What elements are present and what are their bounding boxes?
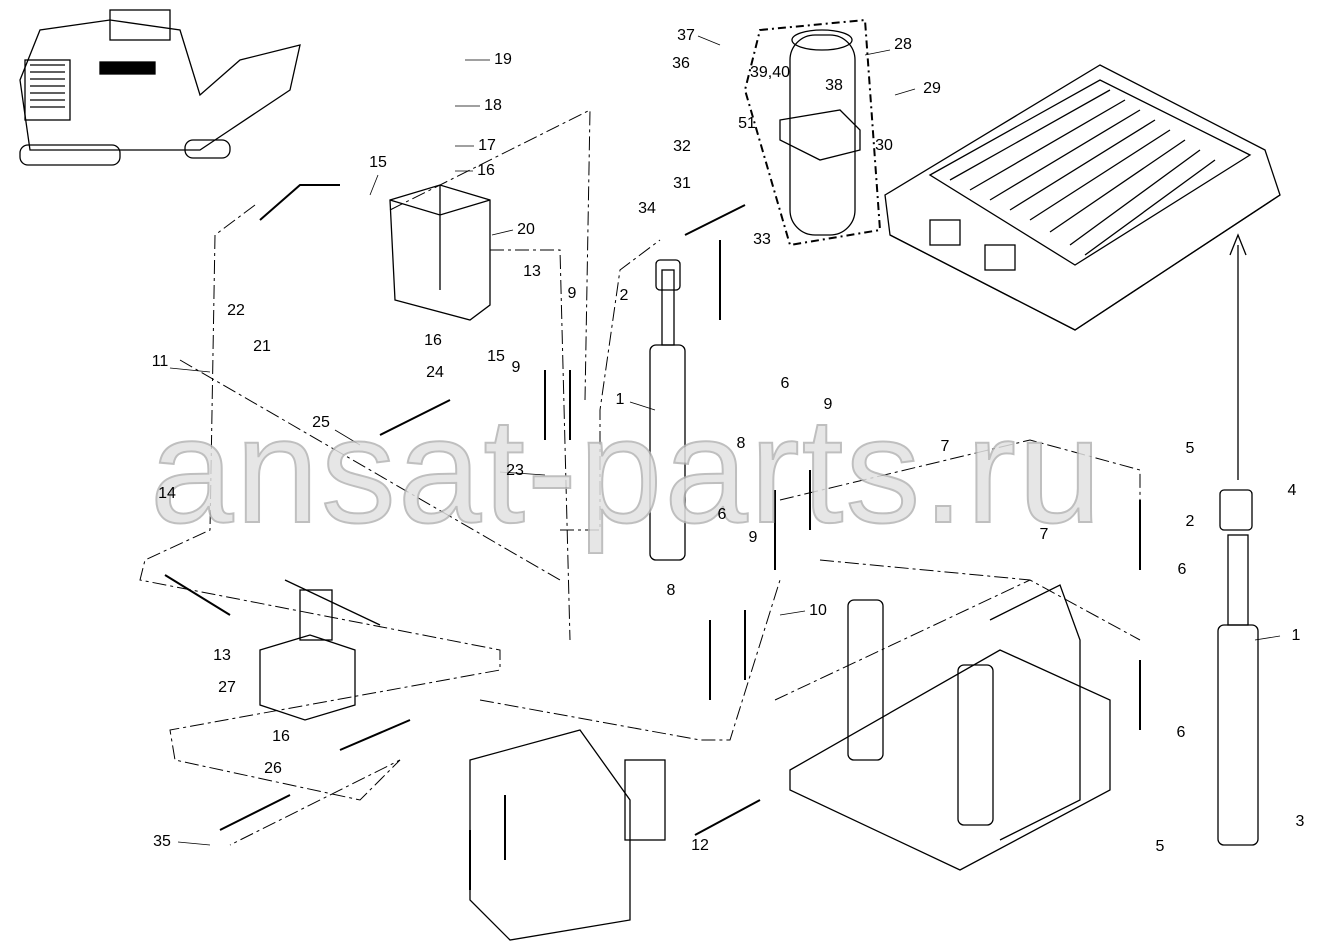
callout-part-number[interactable]: 36 (672, 55, 690, 72)
callout-part-number[interactable]: 16 (424, 332, 442, 349)
callout-part-number[interactable]: 19 (494, 51, 512, 68)
callout-part-number[interactable]: 17 (478, 137, 496, 154)
callout-part-number[interactable]: 1 (615, 391, 625, 408)
callout-part-number[interactable]: 8 (666, 582, 676, 599)
lifting-cylinder-left (649, 259, 686, 561)
callout-part-number[interactable]: 30 (875, 137, 893, 154)
leader-lines (169, 35, 1281, 846)
callout-part-number[interactable]: 23 (506, 462, 524, 479)
callout-part-number[interactable]: 2 (619, 287, 629, 304)
callout-part-number[interactable]: 6 (1177, 561, 1187, 578)
callout-part-number[interactable]: 31 (673, 175, 691, 192)
callout-part-number[interactable]: 37 (677, 27, 695, 44)
callout-part-number[interactable]: 38 (825, 77, 843, 94)
callout-part-number[interactable]: 9 (823, 396, 833, 413)
callout-part-number[interactable]: 32 (673, 138, 691, 155)
callout-part-number[interactable]: 3 (1295, 813, 1305, 830)
callout-part-number[interactable]: 7 (1039, 526, 1049, 543)
callout-part-number[interactable]: 39,40 (749, 64, 791, 81)
callout-part-number[interactable]: 51 (738, 115, 756, 132)
machine-frame (469, 584, 1111, 941)
callout-part-number[interactable]: 35 (153, 833, 171, 850)
callout-part-number[interactable]: 9 (511, 359, 521, 376)
arrow-up (1229, 233, 1247, 480)
callout-part-number[interactable]: 33 (753, 231, 771, 248)
callout-part-number[interactable]: 14 (158, 485, 176, 502)
hydraulic-power-unit (743, 18, 882, 247)
callout-part-number[interactable]: 29 (923, 80, 941, 97)
callout-part-number[interactable]: 2 (1185, 513, 1195, 530)
callout-part-number[interactable]: 16 (477, 162, 495, 179)
callout-part-number[interactable]: 7 (940, 438, 950, 455)
callout-part-number[interactable]: 26 (264, 760, 282, 777)
callout-part-number[interactable]: 13 (523, 263, 541, 280)
valve-block (389, 184, 491, 321)
callout-part-number[interactable]: 6 (780, 375, 790, 392)
hose-routes (139, 109, 1141, 846)
lifting-cylinder-right (1217, 489, 1259, 846)
callout-part-number[interactable]: 4 (1287, 482, 1297, 499)
callout-part-number[interactable]: 9 (748, 529, 758, 546)
callout-part-number[interactable]: 9 (567, 285, 577, 302)
callout-part-number[interactable]: 5 (1185, 440, 1195, 457)
callout-part-number[interactable]: 15 (369, 154, 387, 171)
callout-part-number[interactable]: 15 (487, 348, 505, 365)
callout-part-number[interactable]: 11 (151, 353, 169, 370)
callout-part-number[interactable]: 12 (691, 837, 709, 854)
callout-part-number[interactable]: 34 (638, 200, 656, 217)
callout-part-number[interactable]: 25 (312, 414, 330, 431)
callout-part-number[interactable]: 13 (213, 647, 231, 664)
callout-part-number[interactable]: 27 (218, 679, 236, 696)
callout-part-number[interactable]: 20 (517, 221, 535, 238)
machine-overview-thumbnail (19, 9, 301, 166)
callout-part-number[interactable]: 6 (1176, 724, 1186, 741)
callout-part-number[interactable]: 10 (809, 602, 827, 619)
callout-part-number[interactable]: 8 (736, 435, 746, 452)
callout-part-number[interactable]: 16 (272, 728, 290, 745)
callout-part-number[interactable]: 5 (1155, 838, 1165, 855)
callout-part-number[interactable]: 28 (894, 36, 912, 53)
callout-part-number[interactable]: 1 (1291, 627, 1301, 644)
callout-part-number[interactable]: 24 (426, 364, 444, 381)
hand-pump (259, 579, 381, 721)
callout-part-number[interactable]: 18 (484, 97, 502, 114)
hoses (164, 184, 1141, 890)
callout-part-number[interactable]: 6 (717, 506, 727, 523)
callout-part-number[interactable]: 22 (227, 302, 245, 319)
callout-part-number[interactable]: 21 (253, 338, 271, 355)
cover-panel (884, 64, 1281, 331)
